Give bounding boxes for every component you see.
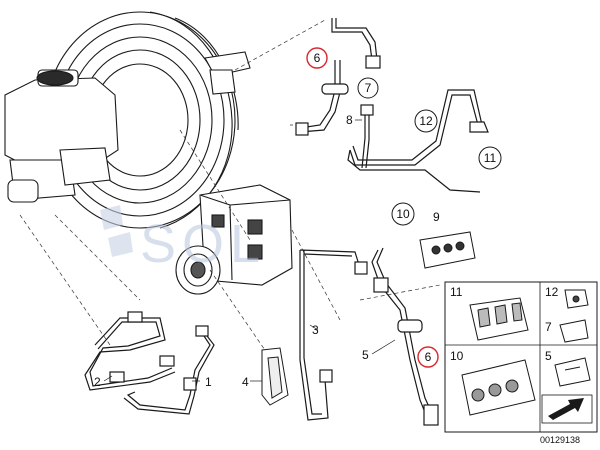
clip-5-shape (554, 357, 591, 387)
part-label-9: 9 (433, 210, 440, 224)
part-labels (103, 119, 396, 382)
callout-12: 12 (414, 109, 438, 133)
callout-6-top: 6 (306, 47, 328, 69)
svg-text:6: 6 (425, 350, 432, 364)
svg-text:11: 11 (484, 151, 497, 165)
part-label-5: 5 (362, 348, 369, 362)
diagram-id: 00129138 (540, 435, 580, 445)
callout-10: 10 (391, 202, 415, 226)
part-label-4: 4 (242, 375, 249, 389)
inset-label-7: 7 (545, 320, 552, 334)
inset-label-12: 12 (545, 285, 559, 299)
callout-11: 11 (478, 146, 502, 170)
part-label-1: 1 (205, 375, 212, 389)
connector-block-9 (419, 231, 476, 269)
inset-label-5: 5 (545, 349, 552, 363)
svg-text:7: 7 (365, 81, 372, 95)
svg-text:6: 6 (314, 51, 321, 65)
abs-hydraulic-unit (175, 184, 293, 295)
part-label-2: 2 (94, 375, 101, 389)
master-cylinder (4, 69, 119, 203)
direction-arrow-icon (541, 394, 593, 424)
clip-7-shape (559, 319, 589, 343)
inset-label-11: 11 (450, 285, 463, 299)
leader-lines (19, 19, 441, 373)
part-label-3: 3 (312, 323, 319, 337)
callouts: 6 7 12 11 10 6 (306, 47, 502, 368)
svg-text:10: 10 (396, 207, 410, 221)
clip-11-shape (469, 297, 529, 341)
clip-10-shape (461, 359, 536, 416)
callout-7: 7 (357, 77, 379, 99)
clip-12-shape (564, 289, 589, 309)
svg-text:12: 12 (419, 114, 433, 128)
inset-label-10: 10 (450, 349, 464, 363)
inset-panel (444, 281, 598, 433)
part-label-8: 8 (346, 113, 353, 127)
svg-text:SOL: SOL (140, 214, 266, 274)
watermark: SOL (100, 205, 266, 274)
callout-6-right: 6 (417, 346, 439, 368)
grommet-4 (261, 347, 289, 406)
